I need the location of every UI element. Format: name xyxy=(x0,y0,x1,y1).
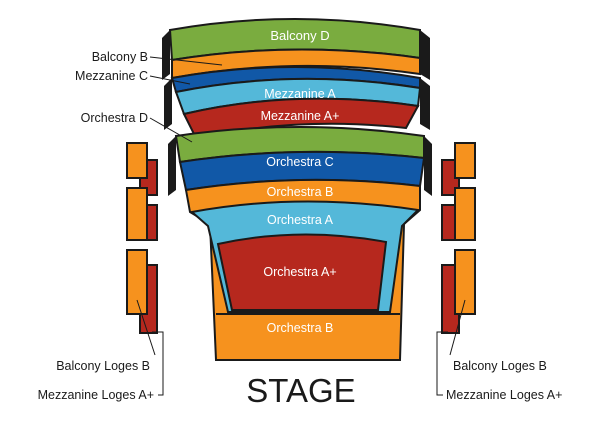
orchestra-side-right xyxy=(424,136,432,196)
orchestra-d-leader xyxy=(149,117,193,143)
mezzanine-c-callout: Mezzanine C xyxy=(75,69,148,83)
mezzanine-side-left xyxy=(164,78,172,130)
orchestra-side-left xyxy=(168,136,176,196)
callout-lines xyxy=(136,56,466,396)
balcony-side-left xyxy=(162,30,170,80)
right-loges xyxy=(441,142,476,334)
right-balc-loge-1[interactable] xyxy=(454,142,476,179)
orchestra-a-plus-label: Orchestra A+ xyxy=(263,265,336,279)
mezzanine-c-leader xyxy=(149,75,191,85)
left-balc-loge-1[interactable] xyxy=(126,142,148,179)
orchestra-b-front-label: Orchestra B xyxy=(267,321,334,335)
balcony-b-callout: Balcony B xyxy=(92,50,148,64)
balcony-loges-right-leader xyxy=(449,299,466,356)
left-balc-loge-3[interactable] xyxy=(126,249,148,315)
mezzanine-a-plus-label: Mezzanine A+ xyxy=(261,109,340,123)
balcony-loges-left-callout: Balcony Loges B xyxy=(56,359,150,373)
balcony-b-leader xyxy=(149,56,223,66)
mezzanine-side-right xyxy=(420,78,430,130)
orchestra-a-label: Orchestra A xyxy=(267,213,334,227)
mezzanine-loges-left-callout: Mezzanine Loges A+ xyxy=(38,388,154,402)
stage-label: STAGE xyxy=(246,372,355,409)
left-loges xyxy=(126,142,158,334)
orchestra-c-label: Orchestra C xyxy=(266,155,333,169)
section-orchestra-a-plus[interactable] xyxy=(216,233,388,311)
right-balc-loge-2[interactable] xyxy=(454,187,476,241)
mezz-loges-right-leader xyxy=(436,331,448,396)
balcony-d-label: Balcony D xyxy=(270,28,329,43)
orchestra-b-upper-label: Orchestra B xyxy=(267,185,334,199)
mezzanine-a-label: Mezzanine A xyxy=(264,87,336,101)
orchestra-d-callout: Orchestra D xyxy=(81,111,148,125)
mezz-loges-left-leader xyxy=(152,331,164,396)
right-balc-loge-3[interactable] xyxy=(454,249,476,315)
left-balc-loge-2[interactable] xyxy=(126,187,148,241)
balcony-loges-left-leader xyxy=(136,299,156,356)
balcony-loges-right-callout: Balcony Loges B xyxy=(453,359,547,373)
balcony-side-right xyxy=(420,30,430,80)
mezzanine-loges-right-callout: Mezzanine Loges A+ xyxy=(446,388,562,402)
